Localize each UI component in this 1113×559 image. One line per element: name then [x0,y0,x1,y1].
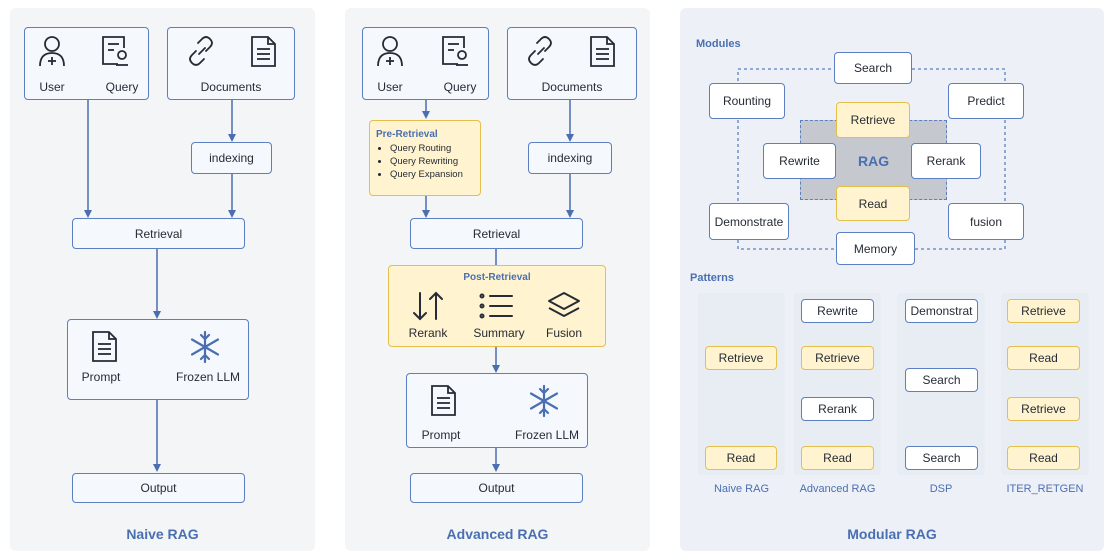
module-predict[interactable]: Predict [948,83,1024,119]
output-box-adv[interactable]: Output [410,473,583,503]
user-query-box-adv[interactable] [362,27,489,100]
snowflake-icon [529,384,559,418]
post-retrieval-title: Post-Retrieval [463,272,531,283]
pattern-step[interactable]: Read [1007,446,1080,470]
module-demonstrate[interactable]: Demonstrate [709,203,789,240]
prompt-label-adv: Prompt [421,428,461,442]
query-icon [102,36,128,66]
link-icon [528,36,552,66]
pattern-step[interactable]: Read [801,446,874,470]
pattern-step[interactable]: Demonstrat [905,299,978,323]
prompt-label: Prompt [81,370,121,384]
pattern-step[interactable]: Retrieve [1007,397,1080,421]
pattern-step[interactable]: Read [1007,346,1080,370]
documents-label-adv: Documents [541,80,603,94]
sort-icon [413,291,443,321]
user-icon [377,36,403,67]
frozen-llm-label: Frozen LLM [175,370,241,384]
pattern-col-advanced [794,293,881,475]
fusion-label: Fusion [545,326,583,340]
snowflake-icon [190,330,220,364]
prompt-icon [92,331,117,362]
frozen-llm-label-adv: Frozen LLM [514,428,580,442]
output-box[interactable]: Output [72,473,245,503]
documents-box-adv[interactable] [507,27,637,100]
pattern-step[interactable]: Retrieve [801,346,874,370]
pattern-name: Advanced RAG [799,483,876,495]
user-label-adv: User [377,80,403,94]
rag-center-label: RAG [858,153,890,169]
module-fusion[interactable]: fusion [948,203,1024,240]
advanced-rag-title: Advanced RAG [446,526,549,542]
link-icon [189,36,213,66]
pattern-col-naive [698,293,785,475]
documents-box[interactable] [167,27,295,100]
pattern-step[interactable]: Rerank [801,397,874,421]
retrieval-box-adv[interactable]: Retrieval [410,218,583,249]
module-memory[interactable]: Memory [836,232,915,265]
pattern-step[interactable]: Search [905,368,978,392]
retrieval-box[interactable]: Retrieval [72,218,245,249]
pre-retrieval-item: Query Routing [390,142,474,155]
module-routing[interactable]: Rounting [709,83,785,119]
user-icon [39,36,65,67]
document-icon [590,36,615,67]
naive-rag-title: Naive RAG [126,526,199,542]
pattern-step[interactable]: Retrieve [1007,299,1080,323]
documents-label: Documents [200,80,262,94]
pre-retrieval-title: Pre-Retrieval [376,129,438,140]
summary-label: Summary [473,326,525,340]
module-retrieve[interactable]: Retrieve [836,102,910,138]
modular-rag-title: Modular RAG [847,526,937,542]
module-rerank[interactable]: Rerank [911,143,981,179]
pattern-step[interactable]: Rewrite [801,299,874,323]
pattern-name: ITER_RETGEN [1006,483,1084,495]
module-rewrite[interactable]: Rewrite [763,143,836,179]
layers-icon [548,292,580,317]
pattern-step[interactable]: Search [905,446,978,470]
pattern-name: Naive RAG [713,483,770,495]
modules-heading: Modules [696,38,741,50]
module-search[interactable]: Search [834,52,912,84]
module-read[interactable]: Read [836,186,910,221]
pre-retrieval-box[interactable]: Pre-Retrieval Query Routing Query Rewrit… [369,120,481,196]
user-label: User [39,80,65,94]
pre-retrieval-item: Query Expansion [390,168,474,181]
list-icon [479,293,513,319]
query-icon [442,36,468,66]
pre-retrieval-list: Query Routing Query Rewriting Query Expa… [376,142,474,181]
document-icon [251,36,276,67]
pattern-col-iter [1001,293,1089,475]
pattern-name: DSP [929,483,953,495]
user-query-box[interactable] [24,27,149,100]
indexing-box[interactable]: indexing [191,142,272,174]
indexing-box-adv[interactable]: indexing [528,142,612,174]
prompt-icon [431,385,456,416]
pattern-step[interactable]: Retrieve [705,346,777,370]
query-label: Query [105,80,139,94]
query-label-adv: Query [443,80,477,94]
patterns-heading: Patterns [690,272,735,284]
pre-retrieval-item: Query Rewriting [390,155,474,168]
rerank-label: Rerank [408,326,448,340]
pattern-step[interactable]: Read [705,446,777,470]
